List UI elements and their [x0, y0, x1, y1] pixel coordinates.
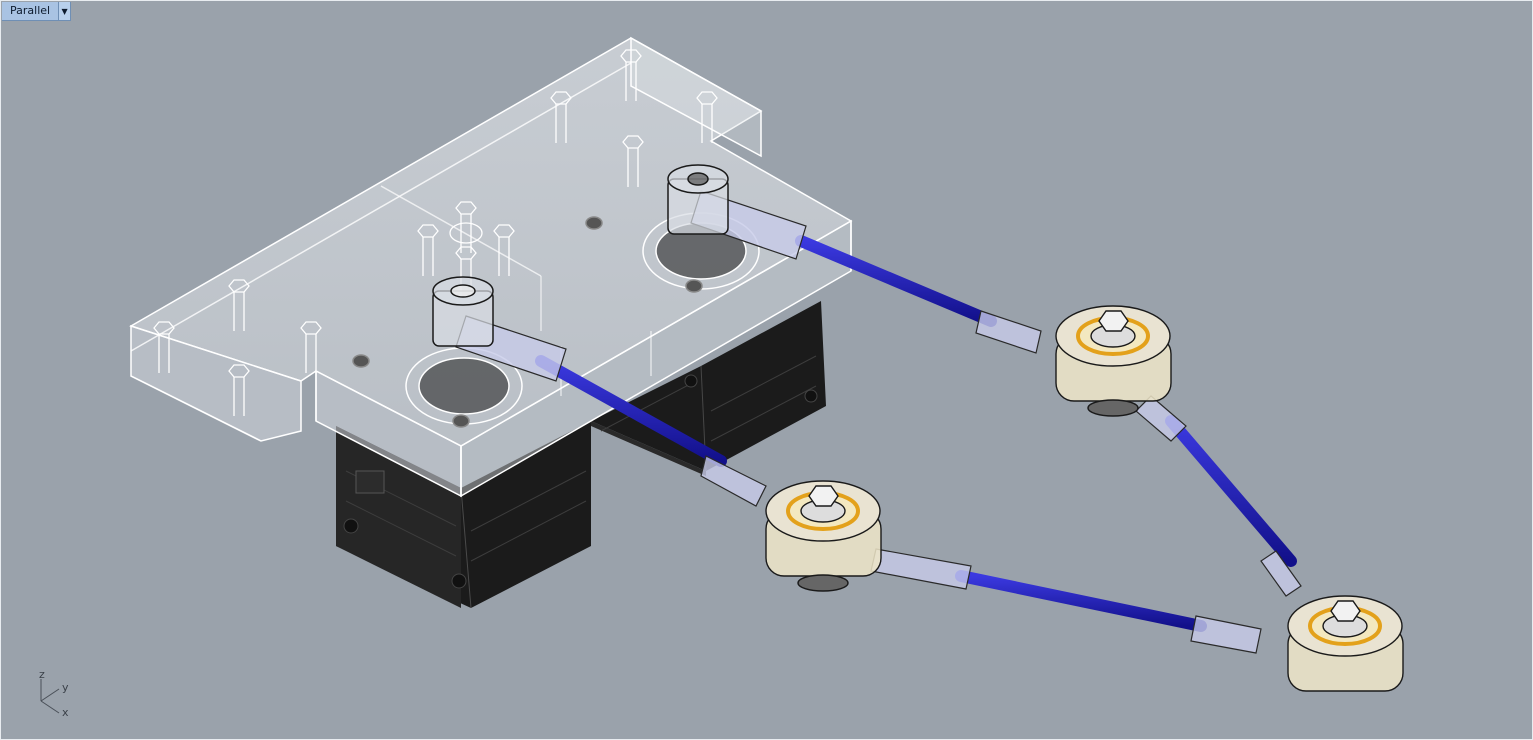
axis-label-y: y [62, 681, 69, 694]
axis-label-x: x [62, 706, 69, 719]
stepper-motor-right [591, 301, 826, 476]
idler-pulley-left [765, 480, 882, 592]
idler-pulley-top [1055, 305, 1172, 417]
axis-label-z: z [39, 668, 45, 681]
idler-pulley-bottom-right [1287, 595, 1404, 692]
belt [535, 235, 1297, 632]
viewport-title-tab[interactable]: Parallel ▼ [2, 2, 72, 21]
triangle-down-icon[interactable]: ▼ [58, 2, 71, 20]
base-plate [129, 36, 853, 498]
stepper-motor-left [336, 421, 591, 609]
viewport-title[interactable]: Parallel [10, 4, 51, 17]
motor-pulley-right [667, 164, 729, 235]
motor-pulley-left [432, 276, 494, 347]
axis-gizmo: z y x [39, 668, 69, 719]
